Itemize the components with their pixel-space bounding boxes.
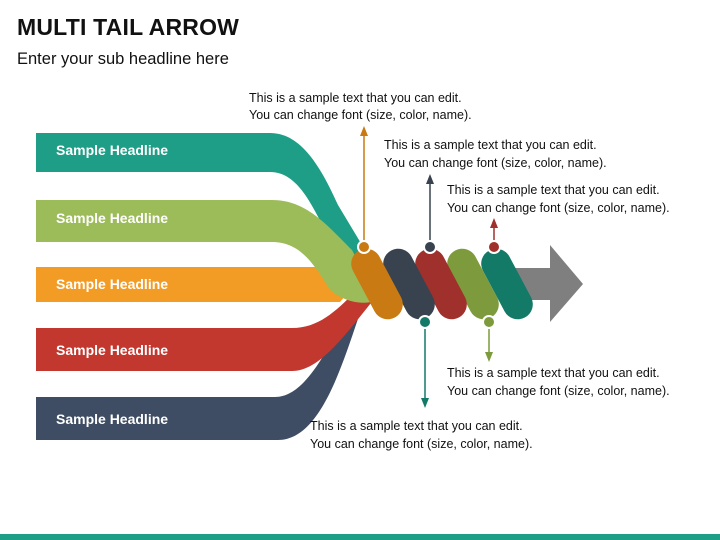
callout-5-line-2: You can change font (size, color, name). [310, 437, 533, 451]
callout-1-line-1: This is a sample text that you can edit. [249, 91, 462, 105]
connector-3 [487, 218, 501, 254]
tail-ribbon-3 [36, 267, 360, 302]
tail-ribbon-1 [36, 133, 365, 261]
tail-label-1: Sample Headline [56, 142, 168, 158]
tail-ribbon-4 [36, 292, 375, 371]
tail-label-2: Sample Headline [56, 210, 168, 226]
twist-segment-3 [415, 248, 467, 320]
tail-label-3: Sample Headline [56, 276, 168, 292]
twist-segment-5 [481, 248, 533, 320]
callout-5-line-1: This is a sample text that you can edit. [310, 419, 523, 433]
tail-ribbon-2 [36, 200, 378, 303]
connector-5 [418, 315, 432, 408]
tail-ribbon-5 [36, 290, 368, 440]
callout-3-line-1: This is a sample text that you can edit. [447, 183, 660, 197]
connector-2 [423, 174, 437, 254]
twist-segment-4 [447, 248, 499, 320]
tail-label-5: Sample Headline [56, 411, 168, 427]
tail-label-4: Sample Headline [56, 342, 168, 358]
footer-accent-bar [0, 534, 720, 540]
slide-title: MULTI TAIL ARROW [17, 14, 240, 40]
connector-4 [482, 315, 496, 362]
callout-4-line-1: This is a sample text that you can edit. [447, 366, 660, 380]
twist-segment-2 [383, 248, 435, 320]
arrow-head [515, 245, 583, 322]
callout-2-line-1: This is a sample text that you can edit. [384, 138, 597, 152]
callout-1-line-2: You can change font (size, color, name). [249, 108, 472, 122]
callout-4-line-2: You can change font (size, color, name). [447, 384, 670, 398]
twist-segment-1 [351, 248, 403, 320]
slide-subtitle: Enter your sub headline here [17, 50, 229, 68]
callout-3-line-2: You can change font (size, color, name). [447, 201, 670, 215]
connector-1 [357, 126, 371, 254]
callout-2-line-2: You can change font (size, color, name). [384, 156, 607, 170]
